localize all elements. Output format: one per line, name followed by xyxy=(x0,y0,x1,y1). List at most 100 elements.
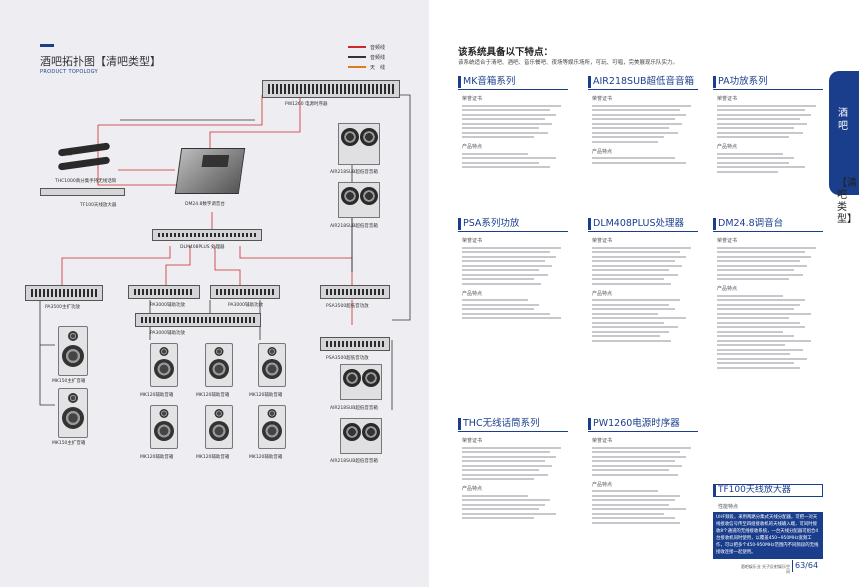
dlm408-device xyxy=(152,229,262,241)
page-number: 63/64 xyxy=(795,561,819,570)
air218-b1-label: AIR218SUB超低音音箱 xyxy=(330,406,378,411)
legend-label: 音频线 xyxy=(370,54,386,61)
mk120-speaker xyxy=(150,405,178,449)
mk120-label: MK120辅助音箱 xyxy=(140,393,174,398)
card-pw1260: PW1260电源时序器 荣誉证书 产品特点 xyxy=(588,418,698,524)
dlm408-label: DLM408PLUS 处理器 xyxy=(180,245,225,250)
page-subtitle: PRODUCT TOPOLOGY xyxy=(40,69,99,75)
legend-item: 音频线 xyxy=(348,52,385,62)
mk120-speaker xyxy=(258,343,286,387)
card-air218sub: AIR218SUB超低音音箱 荣誉证书 产品特点 xyxy=(588,76,698,164)
features-description: 该系统适合于清吧、酒吧、音乐餐吧、夜场等娱乐场所，可玩、可唱，完美展现乐队实力。 xyxy=(458,60,679,66)
card-section-label: 产品特点 xyxy=(717,286,738,292)
card-section-label: 荣誉证书 xyxy=(462,238,483,244)
page-number-divider xyxy=(792,560,793,572)
mk150-speaker-b xyxy=(58,388,88,438)
card-section-label: 荣誉证书 xyxy=(462,438,483,444)
page-title-text: 酒吧拓扑图 xyxy=(40,55,95,68)
card-title: PA功放系列 xyxy=(713,76,823,88)
psa3500-b-label: PSA3500超低音功放 xyxy=(326,356,369,361)
card-section-label: 荣誉证书 xyxy=(592,96,613,102)
features-heading: 该系统具备以下特点： xyxy=(458,47,554,58)
card-section-label: 荣誉证书 xyxy=(717,96,738,102)
legend-swatch-orange xyxy=(348,66,366,68)
card-section-label: 产品特点 xyxy=(462,290,483,297)
legend-swatch-red xyxy=(348,46,366,48)
page-title-bracket: 【清吧类型】 xyxy=(95,55,161,68)
title-accent-bar xyxy=(40,44,54,47)
wire-pw-psa xyxy=(392,94,411,321)
mk120-speaker xyxy=(205,405,233,449)
legend-swatch-black xyxy=(348,56,366,58)
tf100-title: TF100天线放大器 xyxy=(713,484,823,497)
card-title: AIR218SUB超低音音箱 xyxy=(588,76,698,88)
card-thc-series: THC无线话筒系列 荣誉证书 产品特点 xyxy=(458,418,568,519)
wire-pa3500-mk150b xyxy=(39,345,55,406)
legend-label: 音频线 xyxy=(370,44,386,51)
air218-b2-label: AIR218SUB超低音音箱 xyxy=(330,459,378,464)
card-section-label: 荣誉证书 xyxy=(592,438,613,444)
card-title: PSA系列功放 xyxy=(458,218,568,230)
mk120-speaker xyxy=(258,405,286,449)
dm248-label: DM24.8数字调音台 xyxy=(185,202,225,207)
card-section-label: 产品特点 xyxy=(717,144,738,150)
pa3000-amp-c xyxy=(135,313,261,327)
topology-wires xyxy=(39,94,411,410)
pa3500-main-amp xyxy=(25,285,103,301)
thc1000-label: THC1000真分集手持无线话筒 xyxy=(55,179,117,184)
side-category: 【清吧类型】 xyxy=(837,178,857,225)
card-psa-series: PSA系列功放 荣誉证书 产品特点 xyxy=(458,218,568,319)
mk120-label: MK120辅助音箱 xyxy=(196,393,230,398)
wire-dlm-pa3000a xyxy=(165,246,191,285)
air218-mid-label: AIR218SUB超低音音箱 xyxy=(330,224,378,229)
air218sub-top xyxy=(338,123,380,165)
footer-note: 酒吧娱乐业 光子反射娱乐空间 xyxy=(740,564,790,574)
page-title: 酒吧拓扑图【清吧类型】 xyxy=(40,53,161,69)
pa3000-a-label: PA3000辅助功放 xyxy=(150,303,185,308)
card-title: DLM408PLUS处理器 xyxy=(588,218,698,230)
air218-top-label: AIR218SUB超低音音箱 xyxy=(330,170,378,175)
wire-dlm-pa3500 xyxy=(61,246,171,285)
card-dm248: DM24.8调音台 荣誉证书 产品特点 xyxy=(713,218,823,369)
psa3500-a-label: PSA3500超低音功放 xyxy=(326,304,369,309)
mk120-label: MK120辅助音箱 xyxy=(196,455,230,460)
wire-dlm-psa3500 xyxy=(239,246,353,285)
card-title: PW1260电源时序器 xyxy=(588,418,698,430)
mk120-label: MK120辅助音箱 xyxy=(140,455,174,460)
side-tab[interactable]: 酒吧 xyxy=(829,71,859,195)
right-page xyxy=(429,0,859,587)
pa3000-amp-a xyxy=(128,285,200,299)
air218sub-mid xyxy=(338,182,380,218)
legend: 音频线 音频线 天 线 xyxy=(348,42,385,72)
mk150-b-label: MK150主扩音箱 xyxy=(52,441,86,446)
mk120-label: MK120辅助音箱 xyxy=(249,455,283,460)
tf100-device xyxy=(40,188,125,196)
wire-dlm-pa3000b xyxy=(214,246,241,285)
card-title: DM24.8调音台 xyxy=(713,218,823,230)
air218sub-bottom-2 xyxy=(340,418,382,454)
pa3000-amp-b xyxy=(210,285,280,299)
mk120-speaker xyxy=(150,343,178,387)
pw1260-label: PW1260 电源时序器 xyxy=(285,102,328,107)
mk120-label: MK120辅助音箱 xyxy=(249,393,283,398)
psa3500-amp-a xyxy=(320,285,390,299)
dm248-mixer xyxy=(174,148,246,194)
psa3500-amp-b xyxy=(320,337,390,351)
pw1260-device xyxy=(262,80,400,98)
pa3500-main-label: PA3500主扩功放 xyxy=(45,305,80,310)
card-section-label: 产品特点 xyxy=(462,144,483,150)
card-dlm408plus: DLM408PLUS处理器 荣誉证书 产品特点 xyxy=(588,218,698,342)
card-section-label: 荣誉证书 xyxy=(717,238,738,244)
legend-item: 音频线 xyxy=(348,42,385,52)
tf100-description: UHF频段，采用两路分集式天线分配器，可把一对天线接收信号传至四组接收机的天线输… xyxy=(713,512,823,559)
card-section-label: 荣誉证书 xyxy=(592,238,613,244)
legend-item: 天 线 xyxy=(348,62,385,72)
side-tab-label: 酒吧 xyxy=(838,108,848,132)
card-section-label: 产品特点 xyxy=(592,481,613,488)
card-section-label: 荣誉证书 xyxy=(462,96,483,102)
card-section-label: 产品特点 xyxy=(462,486,483,492)
left-page: 酒吧拓扑图【清吧类型】 PRODUCT TOPOLOGY 音频线 音频线 天 线 xyxy=(0,0,429,587)
card-title: MK音箱系列 xyxy=(458,76,568,88)
card-pa-series: PA功放系列 荣誉证书 产品特点 xyxy=(713,76,823,173)
mixer-screen xyxy=(201,155,230,167)
